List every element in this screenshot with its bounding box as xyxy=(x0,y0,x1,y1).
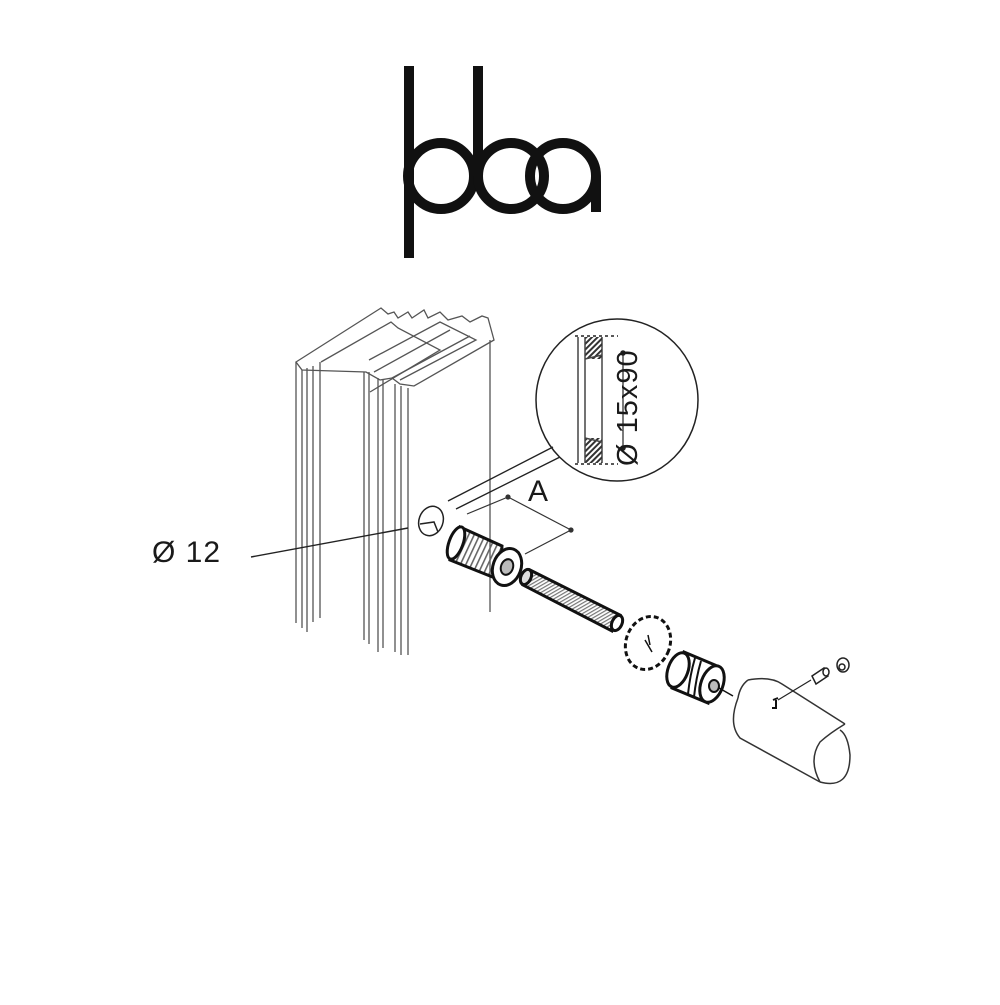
pba-logo xyxy=(403,66,601,258)
grub-screw xyxy=(811,666,830,686)
detail-diameter-label: Ø 15x90 xyxy=(612,349,644,466)
threaded-rod xyxy=(518,567,625,634)
aluminium-profile xyxy=(295,307,495,655)
length-dimension-label: A xyxy=(528,475,549,508)
dimension-a xyxy=(466,494,574,555)
cap xyxy=(836,657,850,673)
threaded-insert xyxy=(445,524,524,587)
drill-hole xyxy=(250,446,561,558)
detail-circle xyxy=(535,318,699,482)
connector-barrel xyxy=(665,649,734,706)
hole-diameter-label: Ø 12 xyxy=(152,536,222,569)
tube-handrail xyxy=(732,677,851,785)
toothed-washer xyxy=(623,615,673,671)
